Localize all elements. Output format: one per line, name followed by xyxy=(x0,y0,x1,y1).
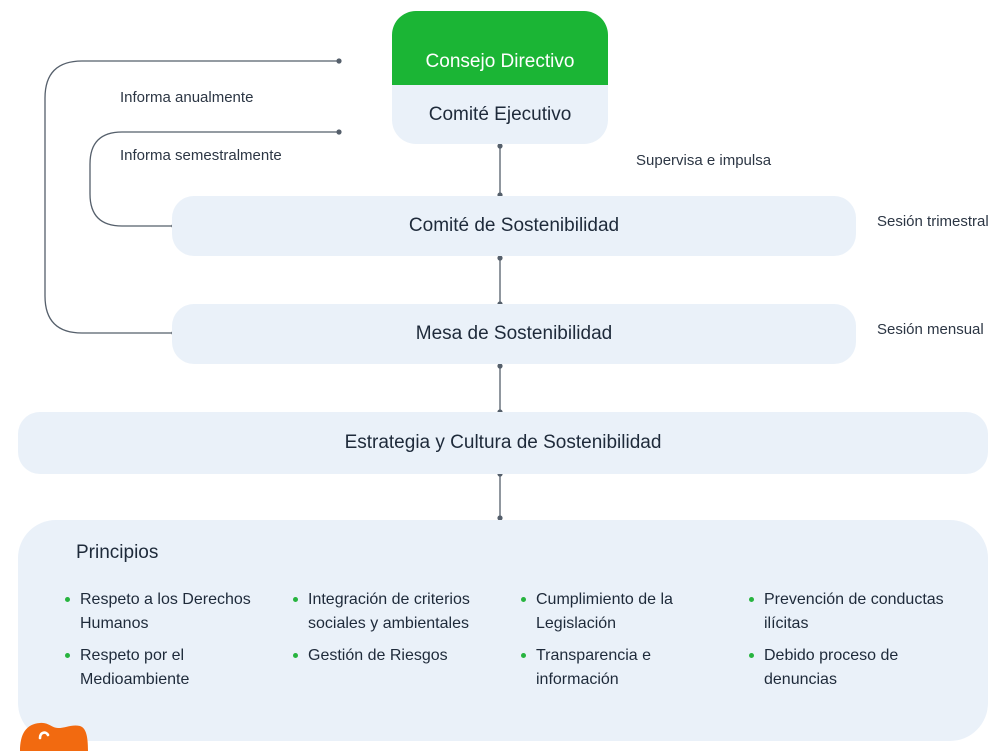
bullet-icon xyxy=(749,597,754,602)
principle-item: Gestión de Riesgos xyxy=(293,644,488,668)
principle-item: Respeto a los Derechos Humanos xyxy=(65,588,265,636)
sustainability-table-title: Mesa de Sostenibilidad xyxy=(415,323,613,344)
semiannual-report-label: Informa semestralmente xyxy=(120,147,282,164)
bullet-icon xyxy=(293,597,298,602)
sustainability-table-box: Mesa de Sostenibilidad xyxy=(172,304,856,364)
principle-item: Debido proceso de denuncias xyxy=(749,644,944,692)
principles-column-2: Integración de criterios sociales y ambi… xyxy=(293,588,488,676)
bullet-icon xyxy=(65,653,70,658)
principles-column-1: Respeto a los Derechos Humanos Respeto p… xyxy=(65,588,265,700)
bullet-icon xyxy=(293,653,298,658)
mascot-icon xyxy=(20,722,88,751)
semiannual-report-connector xyxy=(89,131,339,227)
bullet-icon xyxy=(521,653,526,658)
annual-report-label: Informa anualmente xyxy=(120,89,254,106)
quarterly-session-label: Sesión trimestral xyxy=(877,213,989,230)
bullet-icon xyxy=(65,597,70,602)
supervise-label: Supervisa e impulsa xyxy=(636,152,772,169)
principle-item: Transparencia e información xyxy=(521,644,721,692)
monthly-session-label: Sesión mensual xyxy=(877,321,984,338)
strategy-title: Estrategia y Cultura de Sostenibilidad xyxy=(344,432,662,453)
annual-report-connector xyxy=(44,60,339,334)
principle-item: Prevención de conductas ilícitas xyxy=(749,588,944,636)
strategy-box: Estrategia y Cultura de Sostenibilidad xyxy=(18,412,988,474)
principles-title: Principios xyxy=(76,542,159,563)
principles-panel: Principios Respeto a los Derechos Humano… xyxy=(18,520,988,741)
principles-column-3: Cumplimiento de la Legislación Transpare… xyxy=(521,588,721,700)
principle-item: Integración de criterios sociales y ambi… xyxy=(293,588,488,636)
sustainability-committee-box: Comité de Sostenibilidad xyxy=(172,196,856,256)
board-of-directors: Consejo Directivo xyxy=(392,11,608,85)
executive-committee: Comité Ejecutivo xyxy=(428,103,572,125)
principles-column-4: Prevención de conductas ilícitas Debido … xyxy=(749,588,944,700)
sustainability-committee-title: Comité de Sostenibilidad xyxy=(408,215,620,236)
bullet-icon xyxy=(749,653,754,658)
board-executive-box: Consejo Directivo Comité Ejecutivo xyxy=(392,11,608,144)
principle-item: Respeto por el Medioambiente xyxy=(65,644,265,692)
principle-item: Cumplimiento de la Legislación xyxy=(521,588,721,636)
bullet-icon xyxy=(521,597,526,602)
